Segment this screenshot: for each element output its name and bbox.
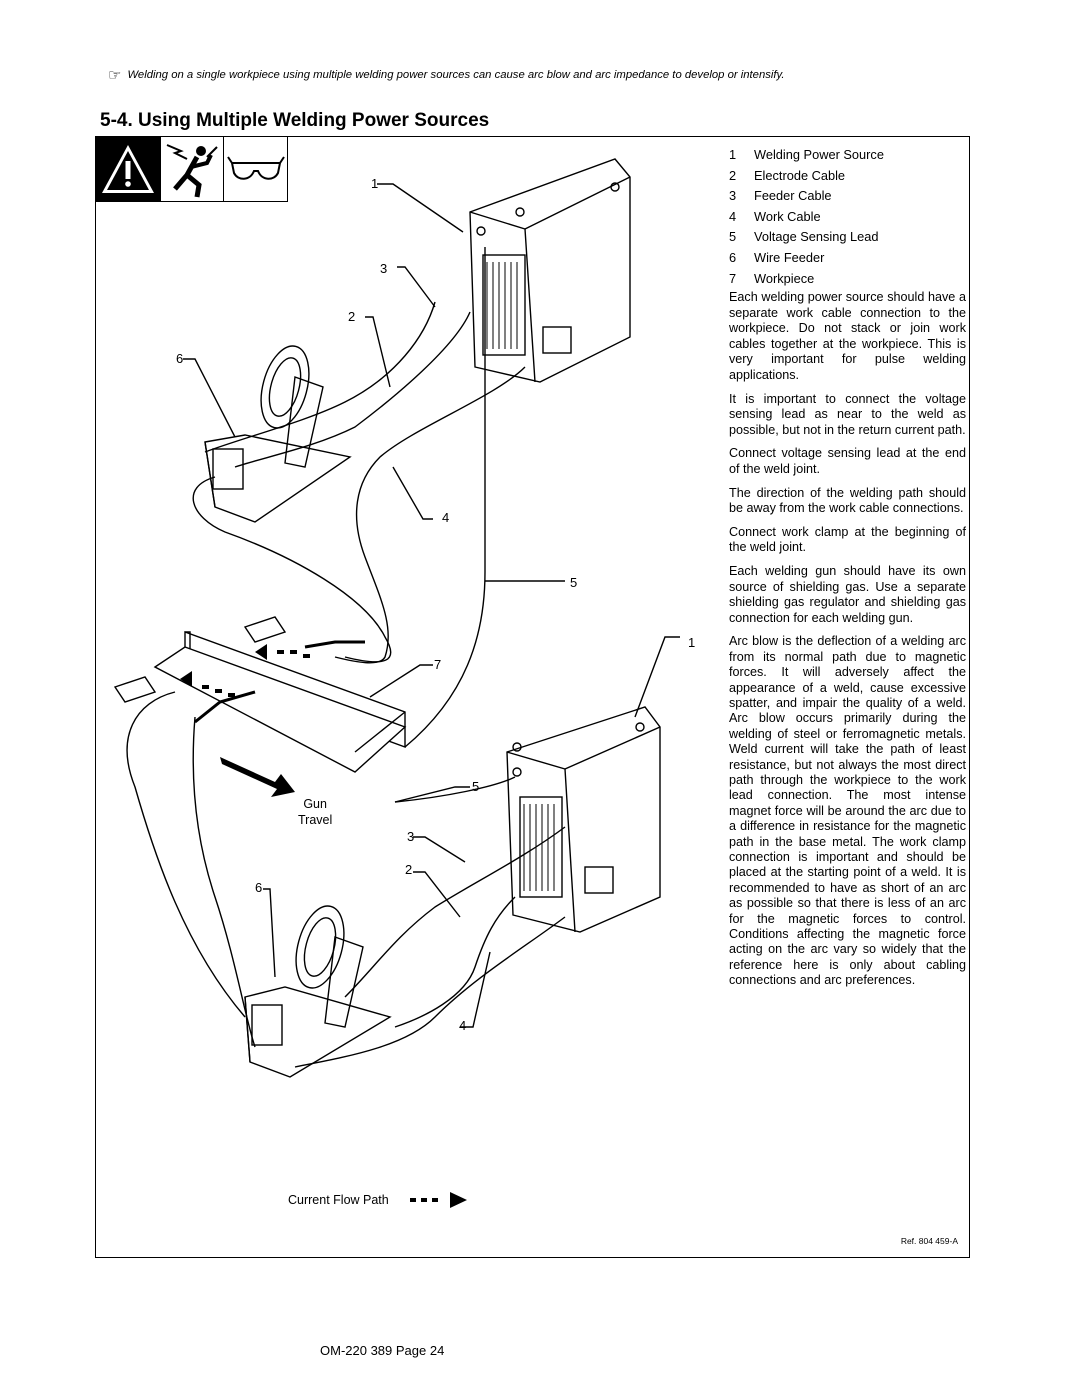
paragraph: Arc blow is the deflection of a welding … (729, 634, 966, 988)
callout-4: 4 (442, 510, 450, 525)
power-source-top (469, 158, 631, 383)
callout-5: 5 (472, 779, 480, 794)
paragraph: The direction of the welding path should… (729, 485, 966, 516)
paragraph: Connect voltage sensing lead at the end … (729, 446, 966, 476)
welding-setup-diagram (113, 158, 680, 1208)
figure-frame (95, 136, 970, 1258)
electric-shock-icon (161, 137, 224, 201)
callout-7: 7 (434, 657, 442, 672)
paragraph: It is important to connect the voltage s… (729, 391, 966, 437)
warning-triangle-icon (96, 137, 161, 201)
callout-6: 6 (255, 880, 263, 895)
power-source-bottom (506, 706, 661, 933)
wire-feeder-bottom (244, 905, 392, 1078)
current-flow-label: Current Flow Path (288, 1193, 389, 1207)
callout-2: 2 (405, 862, 413, 877)
gun-travel-label: Gun Travel (298, 797, 333, 827)
callout-1: 1 (371, 176, 379, 191)
callout-2: 2 (348, 309, 356, 324)
wire-feeder-top (204, 345, 352, 523)
figure-reference: Ref. 804 459-A (900, 1236, 958, 1246)
section-heading: 5-4. Using Multiple Welding Power Source… (100, 110, 490, 131)
pointing-hand-icon: ☞ (108, 67, 122, 84)
paragraph: Each welding power source should have a … (729, 290, 966, 382)
callout-3: 3 (380, 261, 388, 276)
caution-note: ☞ Welding on a single workpiece using mu… (108, 66, 988, 84)
callout-5: 5 (570, 575, 578, 590)
safety-glasses-icon (224, 137, 288, 201)
paragraph: Each welding gun should have its own sou… (729, 563, 966, 625)
instructions: Each welding power source should have a … (729, 290, 966, 997)
workpiece (153, 631, 407, 773)
current-flow-arrow-icon (410, 1192, 467, 1208)
callout-3: 3 (407, 829, 415, 844)
caution-note-text: Welding on a single workpiece using mult… (127, 69, 785, 81)
page-footer: OM-220 389 Page 24 (320, 1343, 445, 1358)
callout-4: 4 (459, 1018, 467, 1033)
callout-1: 1 (688, 635, 696, 650)
safety-icons (95, 136, 288, 202)
callout-6: 6 (176, 351, 184, 366)
paragraph: Connect work clamp at the beginning of t… (729, 524, 966, 555)
